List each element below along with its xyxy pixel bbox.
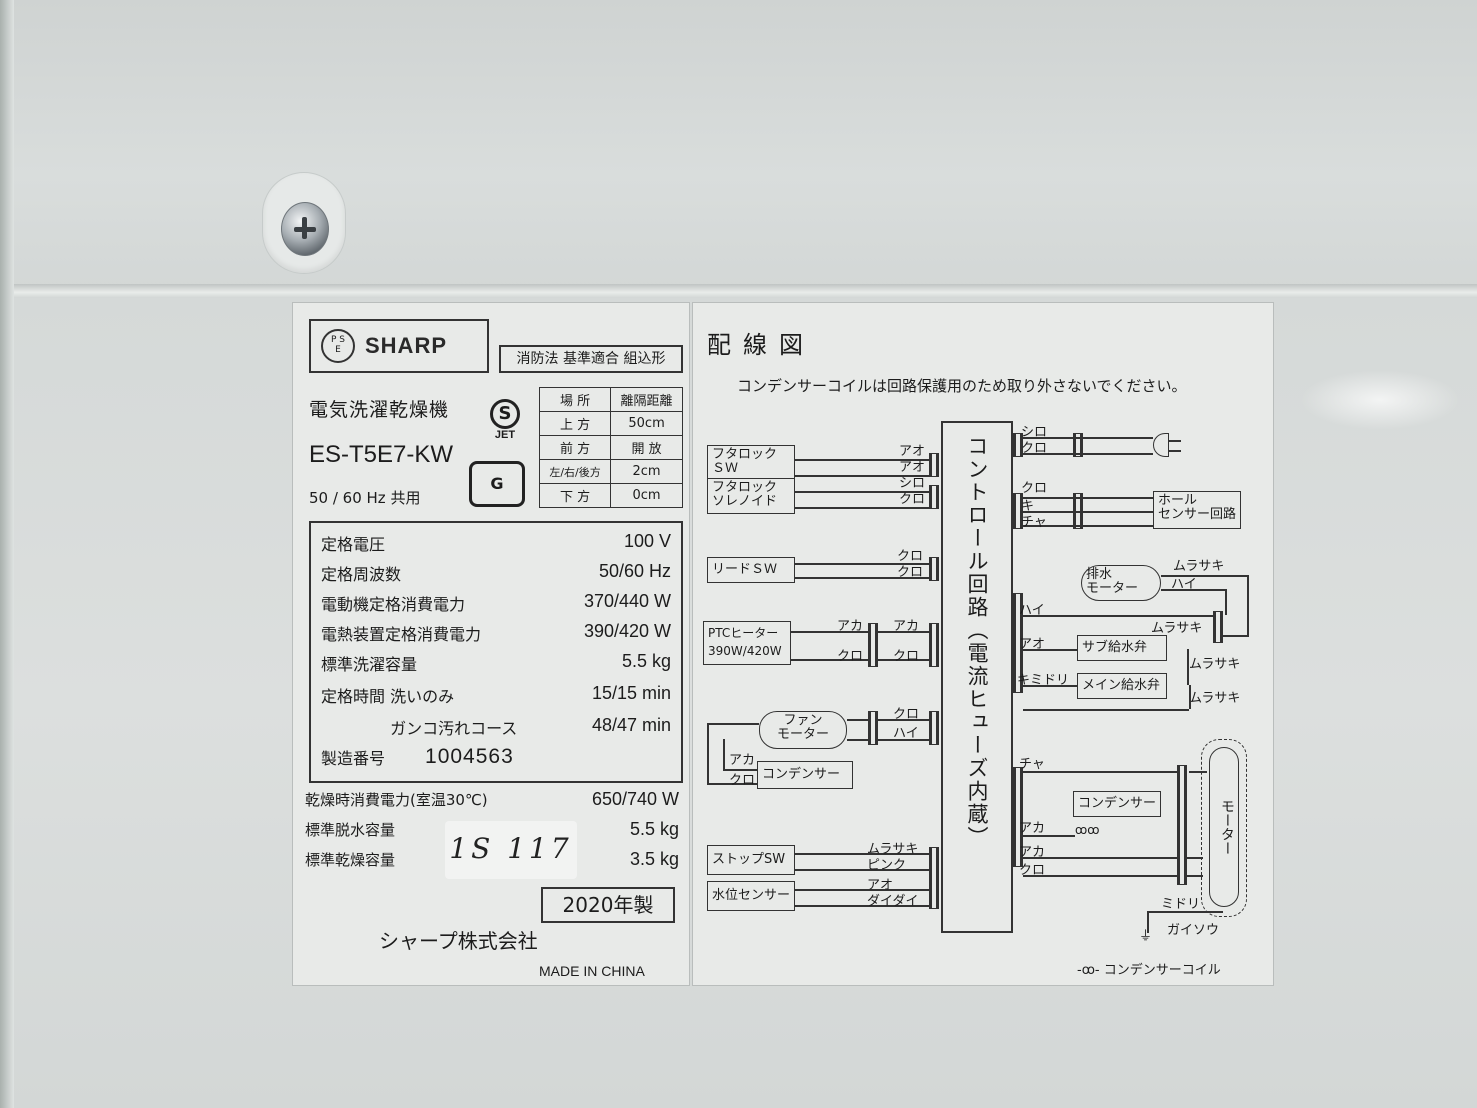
- ptc-heater: PTCヒーター 390W/420W: [703, 621, 791, 665]
- connector: [1013, 593, 1023, 693]
- dry-power-row: 乾燥時消費電力(室温30℃)650/740 W: [305, 789, 679, 809]
- manufacture-year: 2020年製: [541, 887, 675, 923]
- appliance-top-panel: [0, 0, 1477, 292]
- g-mark-icon: G: [469, 461, 525, 507]
- product-name: 電気洗濯乾燥機: [309, 399, 450, 421]
- connector: [929, 847, 939, 909]
- wiring-note: コンデンサーコイルは回路保護用のため取り外さないでください。: [737, 377, 1187, 395]
- fan-capacitor: コンデンサー: [757, 761, 853, 789]
- drive-motor: モーター: [1209, 747, 1239, 907]
- connector: [929, 453, 939, 477]
- fire-law-badge: 消防法 基準適合 組込形: [499, 345, 683, 373]
- table-row: 前 方 開 放: [538, 435, 683, 460]
- ground-icon: ⏚: [1139, 929, 1153, 944]
- fan-motor: ファン モーター: [759, 711, 847, 749]
- water-level-sensor: 水位センサー: [707, 881, 795, 911]
- control-circuit-label: コントロール回路（電流ヒューズ内蔵）: [965, 435, 989, 849]
- frequency-note: 50 / 60 Hz 共用: [309, 489, 421, 507]
- connector: [929, 711, 939, 745]
- main-water-valve: メイン給水弁: [1077, 673, 1167, 699]
- connector: [868, 711, 878, 745]
- connector: [929, 623, 939, 667]
- connector: [1213, 611, 1223, 643]
- country-of-origin: MADE IN CHINA: [539, 963, 645, 979]
- lid-lock-switch: フタロック ＳＷ: [707, 445, 795, 481]
- connector: [1013, 433, 1023, 457]
- brand-logo: SHARP: [365, 333, 448, 358]
- table-row: 下 方 0cm: [538, 483, 683, 508]
- coil-legend: -ꝏ- コンデンサーコイル: [1077, 963, 1221, 978]
- lid-lock-solenoid: フタロック ソレノイド: [707, 478, 795, 514]
- coil-icon: -ꝏ-: [1077, 963, 1104, 978]
- reed-switch: リードＳＷ: [707, 557, 795, 583]
- company-name: シャープ株式会社: [379, 929, 538, 953]
- separation-distance-table: 場 所 離隔距離 上 方 50cm 前 方 開 放 左/右/後方 2cm 下 方…: [538, 387, 683, 508]
- drain-motor: 排水 モーター: [1081, 565, 1161, 601]
- table-row: 上 方 50cm: [538, 411, 683, 436]
- sub-water-valve: サブ給水弁: [1077, 635, 1167, 661]
- appliance-edge: [0, 0, 14, 1108]
- wiring-diagram-label: 配線図 コンデンサーコイルは回路保護用のため取り外さないでください。 コントロー…: [692, 302, 1274, 986]
- serial-number: 1004563: [425, 745, 514, 768]
- coil-icon: ꝏꝏ: [1075, 823, 1100, 837]
- connector: [1013, 493, 1023, 529]
- connector: [1013, 767, 1023, 867]
- connector: [929, 485, 939, 509]
- connector: [1073, 433, 1083, 457]
- handwritten-sticker: 1S 117: [445, 821, 577, 879]
- power-plug-icon: [1153, 433, 1169, 457]
- hall-sensor-circuit: ホール センサー回路: [1153, 491, 1241, 529]
- stop-switch: ストップSW: [707, 845, 795, 875]
- table-row: 左/右/後方 2cm: [538, 459, 683, 484]
- model-number: ES-T5E7-KW: [309, 441, 454, 468]
- jet-mark-icon: S JET: [485, 399, 525, 447]
- motor-shield-outline: [1201, 739, 1247, 917]
- wiring-diagram-title: 配線図: [707, 331, 815, 359]
- connector: [1177, 765, 1187, 885]
- control-circuit-box: コントロール回路（電流ヒューズ内蔵）: [941, 421, 1013, 933]
- light-glare: [1300, 370, 1460, 430]
- connector: [929, 557, 939, 581]
- phillips-screw-icon: [281, 202, 329, 256]
- panel-seam: [0, 284, 1477, 298]
- connector: [868, 623, 878, 667]
- table-header: 場 所 離隔距離: [538, 387, 683, 412]
- motor-capacitor: コンデンサー: [1073, 791, 1161, 817]
